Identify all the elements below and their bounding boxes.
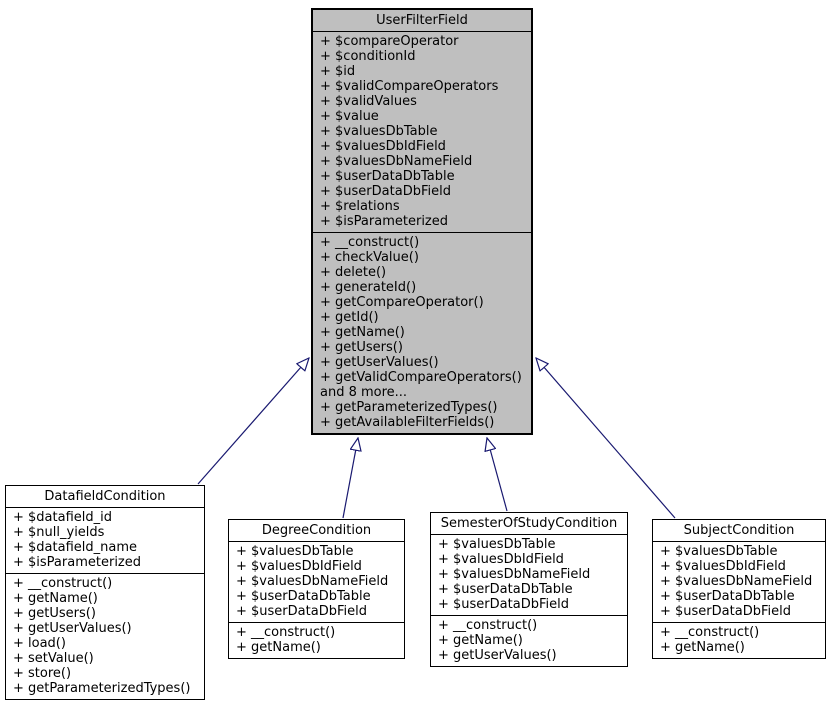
- methods-section: + __construct()+ getName(): [229, 622, 404, 658]
- class-title: UserFilterField: [313, 10, 531, 32]
- member-line: + getParameterizedTypes(): [320, 400, 498, 415]
- member-line: + setValue(): [13, 651, 94, 666]
- member-line: + $valuesDbTable: [236, 544, 354, 559]
- member-line: + $valuesDbIdField: [660, 559, 786, 574]
- class-box-subjectcondition[interactable]: SubjectCondition + $valuesDbTable+ $valu…: [652, 519, 826, 659]
- member-line: + __construct(): [236, 625, 336, 640]
- class-box-userfilterfield: UserFilterField + $compareOperator+ $con…: [311, 8, 533, 435]
- member-line: + $compareOperator: [320, 34, 459, 49]
- member-line: + getName(): [236, 640, 321, 655]
- member-line: + $userDataDbField: [236, 604, 367, 619]
- methods-section: + __construct()+ getName()+ getUsers()+ …: [6, 573, 204, 699]
- member-line: + $userDataDbField: [320, 184, 451, 199]
- member-line: + __construct(): [438, 618, 538, 633]
- attributes-section: + $datafield_id+ $null_yields+ $datafiel…: [6, 508, 204, 573]
- member-line: + __construct(): [320, 235, 420, 250]
- member-line: + $relations: [320, 199, 400, 214]
- methods-section: + __construct()+ checkValue()+ delete()+…: [313, 232, 531, 433]
- member-line: + $userDataDbTable: [660, 589, 795, 604]
- member-line: + __construct(): [13, 576, 113, 591]
- member-line: + $conditionId: [320, 49, 416, 64]
- class-title[interactable]: DegreeCondition: [229, 520, 404, 542]
- class-box-semesterofstudycondition[interactable]: SemesterOfStudyCondition + $valuesDbTabl…: [430, 512, 628, 667]
- member-line: + getParameterizedTypes(): [13, 681, 191, 696]
- member-line: + $datafield_name: [13, 540, 137, 555]
- inheritance-arrow-semesterofstudycondition: [487, 438, 508, 512]
- member-line: + $null_yields: [13, 525, 105, 540]
- member-line: + getCompareOperator(): [320, 295, 484, 310]
- member-line: + $validValues: [320, 94, 417, 109]
- member-line: + getName(): [13, 591, 98, 606]
- member-line: + getUserValues(): [438, 648, 557, 663]
- member-line: + generateId(): [320, 280, 417, 295]
- class-title[interactable]: DatafieldCondition: [6, 486, 204, 508]
- member-line: + getValidCompareOperators(): [320, 370, 522, 385]
- member-line: + $userDataDbTable: [236, 589, 371, 604]
- member-line: + $userDataDbField: [438, 597, 569, 612]
- member-line: + load(): [13, 636, 66, 651]
- member-line: + $validCompareOperators: [320, 79, 499, 94]
- member-line: + getName(): [438, 633, 523, 648]
- member-line: + $isParameterized: [320, 214, 449, 229]
- member-line: + $valuesDbIdField: [236, 559, 362, 574]
- attributes-section: + $valuesDbTable+ $valuesDbIdField+ $val…: [431, 535, 627, 615]
- class-title[interactable]: SemesterOfStudyCondition: [431, 513, 627, 535]
- member-line: + $valuesDbNameField: [438, 567, 591, 582]
- member-line: + $valuesDbIdField: [320, 139, 446, 154]
- member-line: + checkValue(): [320, 250, 419, 265]
- inheritance-arrow-degreecondition: [342, 438, 358, 519]
- class-title[interactable]: SubjectCondition: [653, 520, 825, 542]
- member-line: + getUsers(): [13, 606, 96, 621]
- member-line: + $value: [320, 109, 379, 124]
- member-line: + __construct(): [660, 625, 760, 640]
- member-line: + $valuesDbNameField: [236, 574, 389, 589]
- class-box-datafieldcondition[interactable]: DatafieldCondition + $datafield_id+ $nul…: [5, 485, 205, 700]
- member-line: + getUserValues(): [320, 355, 439, 370]
- member-line: + getName(): [660, 640, 745, 655]
- member-line: + $valuesDbTable: [320, 124, 438, 139]
- member-line: + $valuesDbNameField: [320, 154, 473, 169]
- member-line: + getName(): [320, 325, 405, 340]
- member-line: + $valuesDbTable: [660, 544, 778, 559]
- member-line: + $datafield_id: [13, 510, 112, 525]
- member-line: + $userDataDbField: [660, 604, 791, 619]
- member-line: + delete(): [320, 265, 387, 280]
- member-line: + getUserValues(): [13, 621, 132, 636]
- member-line: + $valuesDbNameField: [660, 574, 813, 589]
- methods-section: + __construct()+ getName()+ getUserValue…: [431, 615, 627, 666]
- member-line: + store(): [13, 666, 72, 681]
- member-line: + $isParameterized: [13, 555, 142, 570]
- member-line: + $id: [320, 64, 356, 79]
- member-line: + getAvailableFilterFields(): [320, 415, 495, 430]
- member-line: + getUsers(): [320, 340, 403, 355]
- member-line: + $valuesDbTable: [438, 537, 556, 552]
- inheritance-arrow-datafieldcondition: [197, 358, 309, 485]
- attributes-section: + $valuesDbTable+ $valuesDbIdField+ $val…: [229, 542, 404, 622]
- member-line: + $userDataDbTable: [438, 582, 573, 597]
- methods-section: + __construct()+ getName(): [653, 622, 825, 658]
- attributes-section: + $valuesDbTable+ $valuesDbIdField+ $val…: [653, 542, 825, 622]
- member-line: + getId(): [320, 310, 379, 325]
- member-line: + $valuesDbIdField: [438, 552, 564, 567]
- class-box-degreecondition[interactable]: DegreeCondition + $valuesDbTable+ $value…: [228, 519, 405, 659]
- inheritance-arrow-subjectcondition: [536, 358, 676, 519]
- attributes-section: + $compareOperator+ $conditionId+ $id+ $…: [313, 32, 531, 232]
- member-line: + $userDataDbTable: [320, 169, 455, 184]
- member-line: and 8 more...: [320, 385, 408, 400]
